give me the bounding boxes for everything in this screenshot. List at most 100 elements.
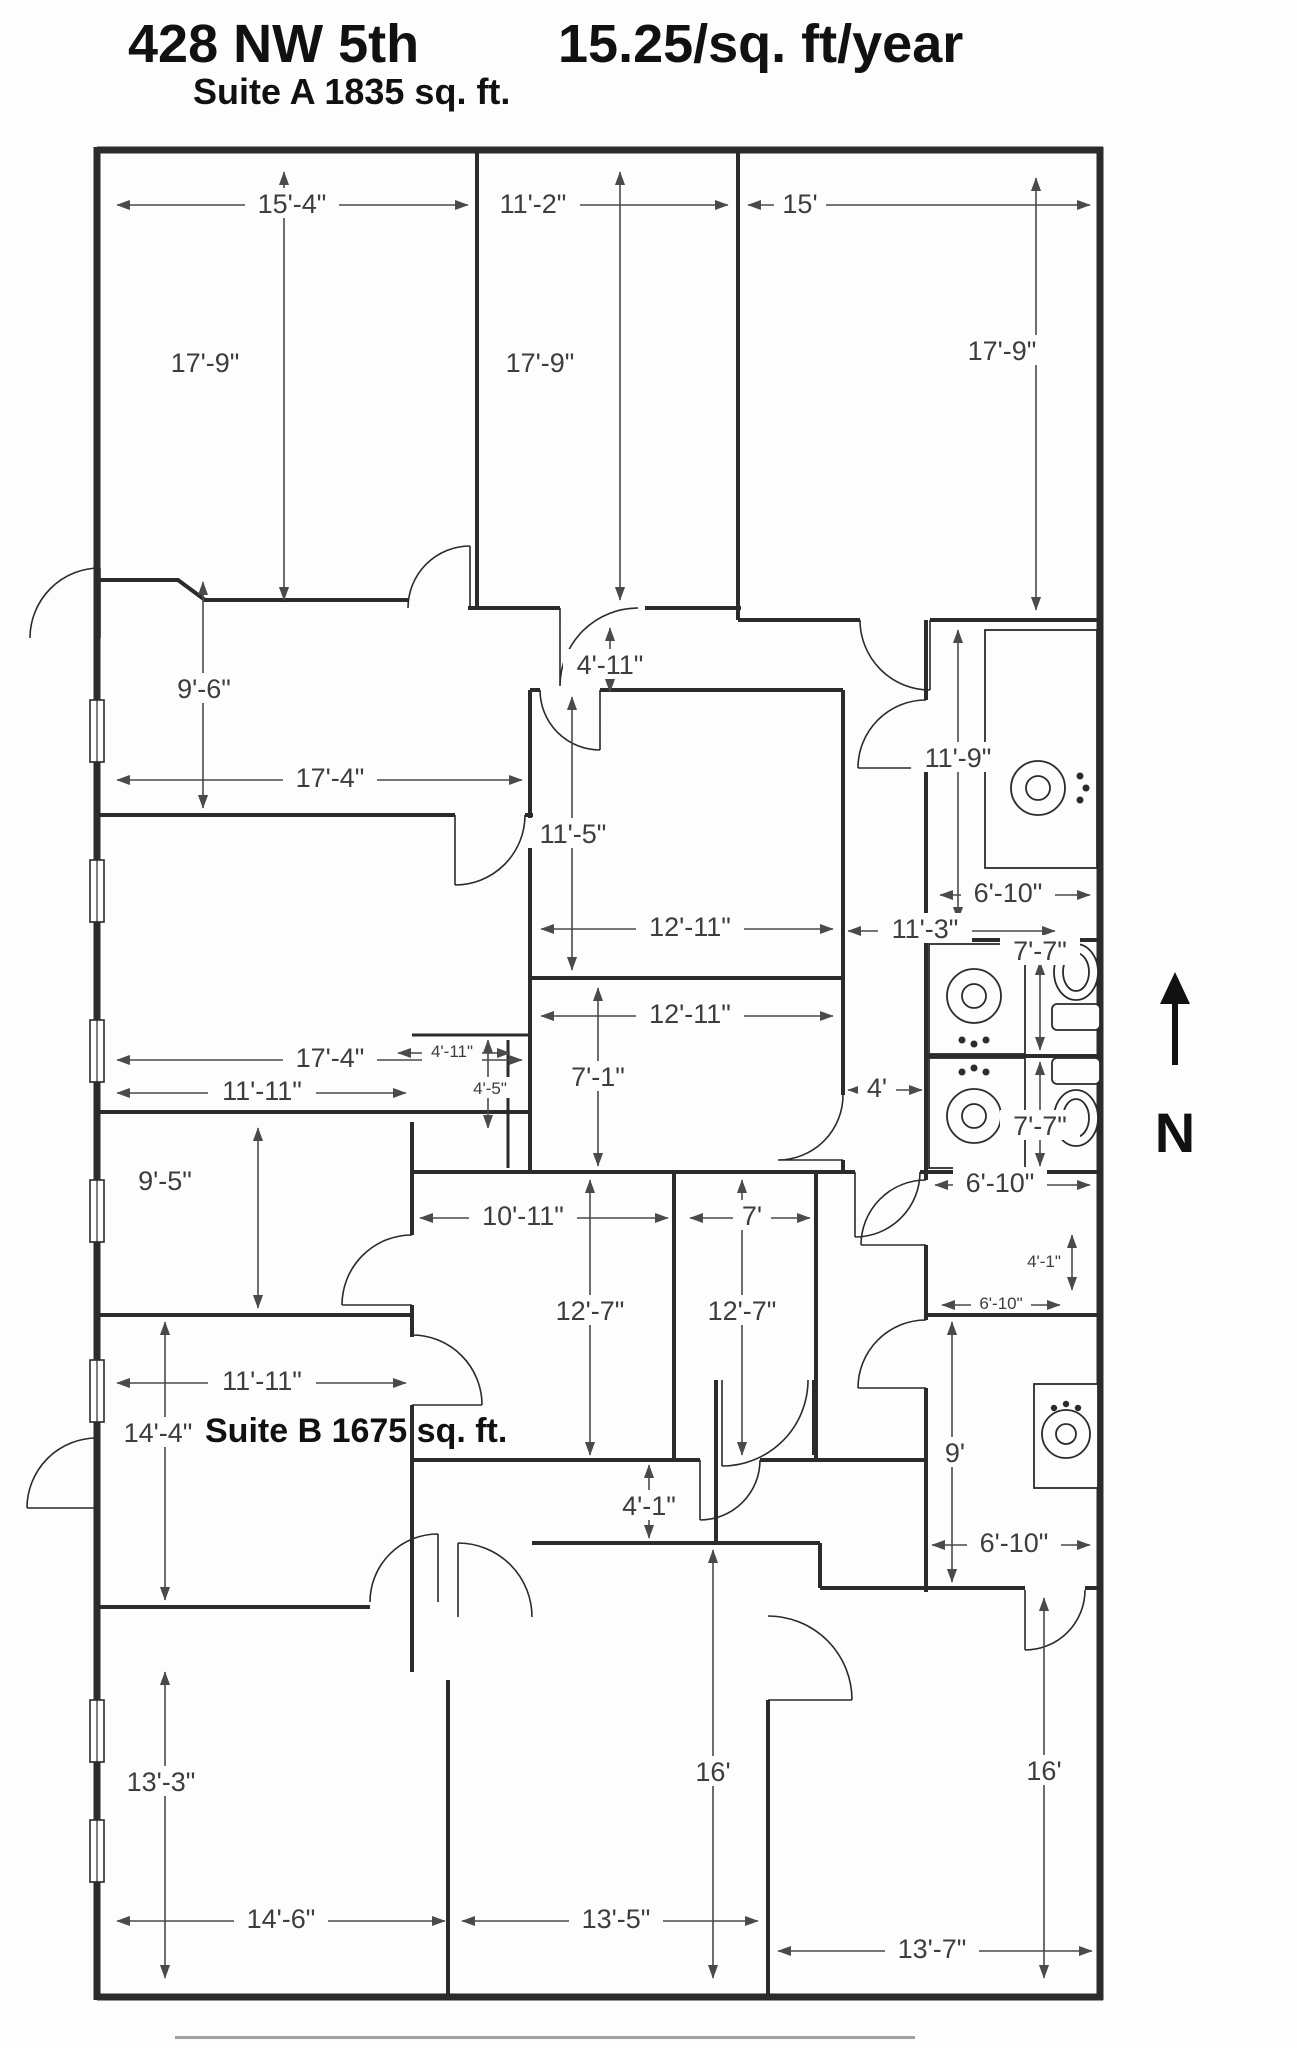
sink-counter: [928, 943, 1026, 1055]
svg-text:7'-7": 7'-7": [1013, 936, 1067, 966]
dim-label: 11'-5": [526, 818, 620, 849]
svg-text:9': 9': [945, 1438, 965, 1468]
svg-text:6'-10": 6'-10": [979, 1294, 1022, 1313]
dim-label: 7'-7": [1000, 1110, 1080, 1141]
scan-artifact: [175, 2036, 915, 2039]
svg-text:12'-11": 12'-11": [649, 999, 731, 1029]
dim-label: 9'-5": [125, 1165, 205, 1196]
door: [411, 1334, 483, 1406]
rate-label: 15.25/sq. ft/year: [558, 14, 963, 74]
svg-text:12'-11": 12'-11": [649, 912, 731, 942]
dim-label-small: 4'-11": [422, 1040, 482, 1061]
svg-text:7'-7": 7'-7": [1013, 1111, 1067, 1141]
dim-label: 6'-10": [961, 877, 1055, 908]
header: 428 NW 5th 15.25/sq. ft/year Suite A 183…: [128, 14, 963, 112]
dim-label: 12'-7": [543, 1295, 637, 1326]
dim-label: 17'-9": [955, 335, 1049, 366]
dim-label: 6'-10": [967, 1527, 1061, 1558]
door: [854, 1171, 921, 1238]
north-indicator: N: [1155, 972, 1195, 1164]
door: [859, 619, 931, 691]
dim-label: 4': [858, 1072, 896, 1103]
svg-text:11'-11": 11'-11": [222, 1076, 302, 1106]
dim-label: 7'-1": [558, 1061, 638, 1092]
svg-text:17'-4": 17'-4": [296, 1043, 365, 1073]
dim-label: 12'-11": [636, 998, 744, 1029]
svg-text:17'-9": 17'-9": [968, 336, 1037, 366]
dim-label: 12'-11": [636, 911, 744, 942]
dim-label: 12'-7": [695, 1295, 789, 1326]
svg-text:6'-10": 6'-10": [966, 1168, 1035, 1198]
dim-label: 4'-11": [563, 649, 657, 680]
dim-label: 17'-4": [283, 762, 377, 793]
wall-suiteb-lower-top: [532, 1541, 1100, 1590]
svg-text:4'-11": 4'-11": [431, 1042, 473, 1061]
door: [699, 1459, 761, 1521]
svg-text:4'-1": 4'-1": [622, 1491, 676, 1521]
svg-text:14'-4": 14'-4": [124, 1418, 193, 1448]
dim-label: 13'-5": [569, 1903, 663, 1934]
svg-text:12'-7": 12'-7": [708, 1296, 777, 1326]
svg-text:11'-3": 11'-3": [892, 914, 959, 944]
dim-label-small: 4'-5": [465, 1077, 515, 1098]
window: [89, 1019, 105, 1083]
svg-text:12'-7": 12'-7": [556, 1296, 625, 1326]
dim-label: 9'-6": [164, 673, 244, 704]
door: [857, 1319, 927, 1389]
svg-text:13'-7": 13'-7": [898, 1934, 967, 1964]
dim-label: 4'-1": [609, 1490, 689, 1521]
dim-label: 9': [936, 1437, 974, 1468]
door: [721, 1379, 809, 1467]
door: [407, 545, 471, 609]
svg-text:4'-1": 4'-1": [1027, 1252, 1061, 1271]
wall-top-offices-bottom-left: [100, 578, 408, 602]
window: [89, 1819, 105, 1883]
window: [89, 1179, 105, 1243]
svg-text:9'-6": 9'-6": [177, 674, 231, 704]
svg-text:6'-10": 6'-10": [980, 1528, 1049, 1558]
door: [860, 1179, 927, 1246]
svg-text:17'-9": 17'-9": [171, 348, 240, 378]
north-arrow-head: [1160, 972, 1190, 1004]
dim-label: 13'-3": [114, 1766, 208, 1797]
door-exterior: [26, 1437, 98, 1509]
door: [777, 1094, 844, 1161]
dim-label: 11'-3": [878, 913, 972, 944]
svg-text:6'-10": 6'-10": [974, 878, 1043, 908]
dim-label: 11'-11": [208, 1075, 316, 1106]
svg-text:17'-9": 17'-9": [506, 348, 575, 378]
dim-label: 7'-7": [1000, 935, 1080, 966]
dim-label: 17'-9": [493, 347, 587, 378]
dim-label: 16': [687, 1756, 739, 1787]
svg-text:13'-3": 13'-3": [127, 1767, 196, 1797]
interior-walls: [100, 150, 1103, 1997]
dim-label: 17'-9": [158, 347, 252, 378]
dim-label: 15'-4": [245, 188, 339, 219]
door: [1024, 1589, 1086, 1651]
dim-label-small: 4'-1": [1019, 1250, 1069, 1271]
svg-text:11'-11": 11'-11": [222, 1366, 302, 1396]
door: [539, 689, 601, 751]
svg-text:11'-9": 11'-9": [925, 743, 992, 773]
suite-b-label: Suite B 1675 sq. ft.: [205, 1412, 507, 1450]
dim-label: 11'-9": [911, 742, 1005, 773]
door: [454, 814, 526, 886]
svg-text:4'-11": 4'-11": [577, 650, 644, 680]
dim-label: 13'-7": [885, 1933, 979, 1964]
svg-text:16': 16': [1026, 1756, 1061, 1786]
dimension-labels: 15'-4" 11'-2" 15' 17'-9" 17'-9" 17'-9" 4…: [111, 188, 1080, 1964]
window: [89, 1699, 105, 1763]
svg-text:10'-11": 10'-11": [482, 1201, 564, 1231]
dim-label: 15': [774, 188, 826, 219]
svg-text:15'-4": 15'-4": [258, 189, 327, 219]
page-title: 428 NW 5th: [128, 14, 419, 74]
svg-text:7'-1": 7'-1": [571, 1062, 625, 1092]
suite-a-label: Suite A 1835 sq. ft.: [193, 71, 510, 112]
svg-text:15': 15': [782, 189, 817, 219]
svg-text:7': 7': [742, 1201, 762, 1231]
svg-text:4'-5": 4'-5": [473, 1079, 507, 1098]
dim-label: 11'-11": [208, 1365, 316, 1396]
dim-label: 17'-4": [283, 1042, 377, 1073]
svg-text:9'-5": 9'-5": [138, 1166, 192, 1196]
